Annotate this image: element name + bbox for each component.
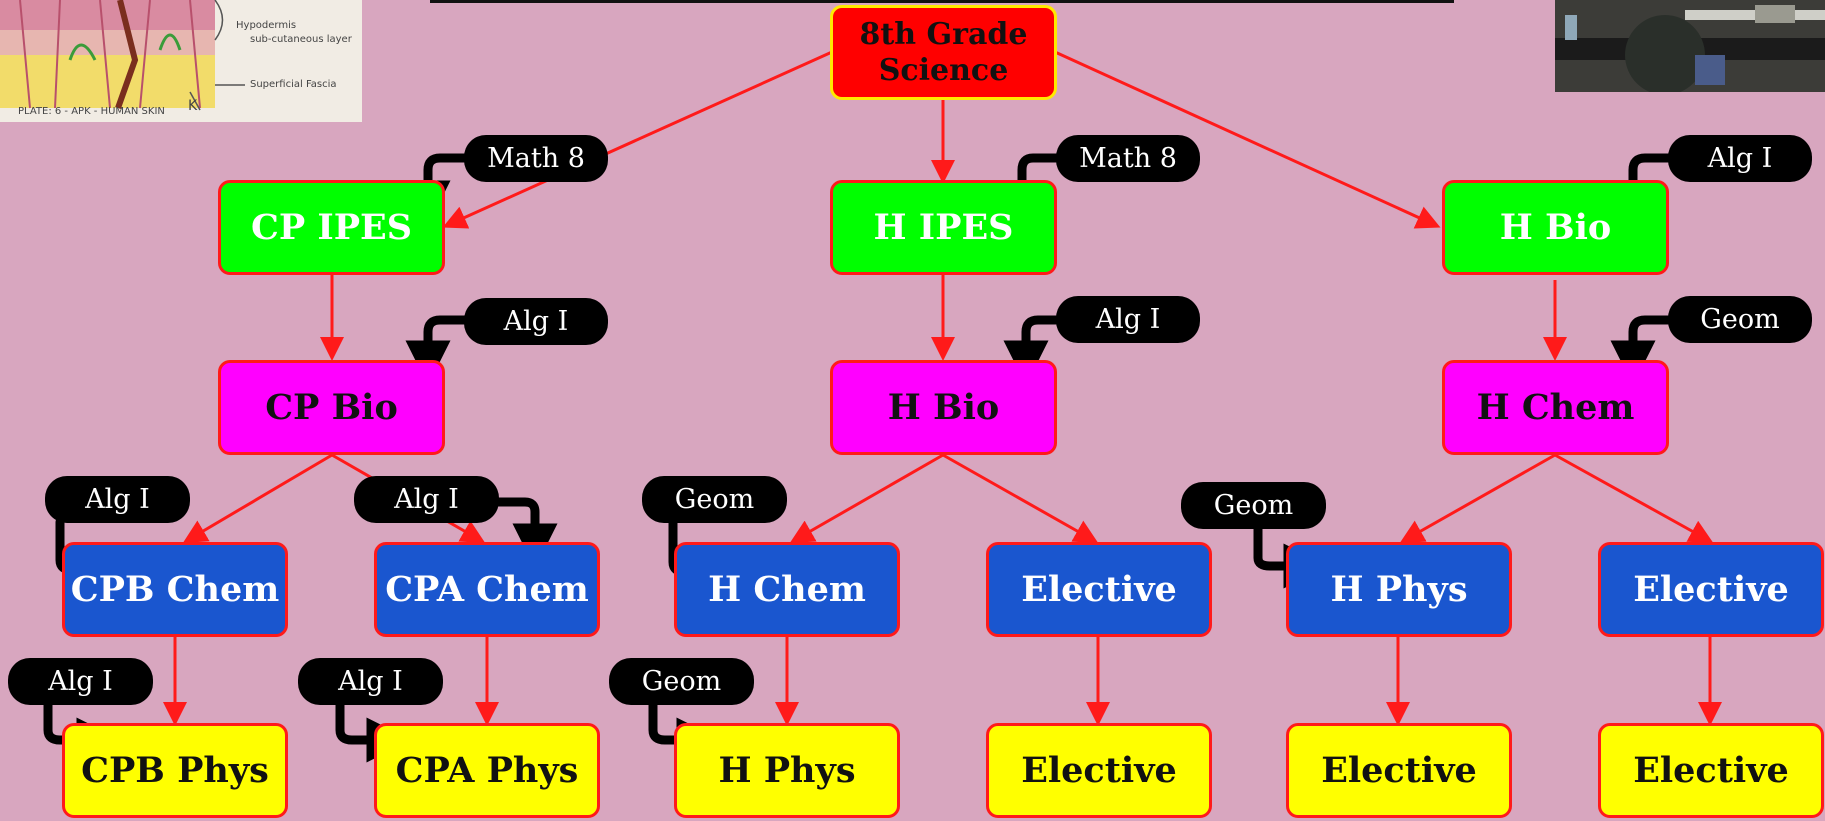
prereq-alg1-cpa-chem: Alg I: [354, 476, 499, 523]
skin-plate-caption: PLATE: 6 - APK - HUMAN SKIN: [18, 106, 165, 117]
prereq-alg1-h-bio: Alg I: [1668, 135, 1812, 182]
node-elective-l4-b[interactable]: Elective: [1286, 723, 1512, 818]
classroom-photo: [1555, 0, 1825, 92]
node-elective-l4-a[interactable]: Elective: [986, 723, 1212, 818]
skin-drawing: [0, 0, 245, 111]
node-elective-l4-c[interactable]: Elective: [1598, 723, 1824, 818]
classroom-scene: [1555, 0, 1825, 92]
node-elective-l3-b[interactable]: Elective: [1598, 542, 1824, 637]
prereq-alg1-cp-bio: Alg I: [464, 298, 608, 345]
prereq-geom-h-chem-l3: Geom: [642, 476, 787, 523]
prereq-alg1-cpa-phys: Alg I: [298, 658, 443, 705]
node-h-phys-l4[interactable]: H Phys: [674, 723, 900, 818]
node-cpb-chem[interactable]: CPB Chem: [62, 542, 288, 637]
skin-mark: K: [188, 98, 198, 114]
skin-note-subcutaneous: sub-cutaneous layer: [250, 34, 352, 45]
node-h-chem-l2[interactable]: H Chem: [1442, 360, 1669, 455]
skin-note-hypodermis: Hypodermis: [236, 20, 297, 31]
node-elective-l3-a[interactable]: Elective: [986, 542, 1212, 637]
prereq-alg1-cpb-chem: Alg I: [45, 476, 190, 523]
node-cp-bio[interactable]: CP Bio: [218, 360, 445, 455]
prereq-geom-h-phys-l4: Geom: [609, 658, 754, 705]
node-cp-ipes[interactable]: CP IPES: [218, 180, 445, 275]
prereq-math8-h-ipes: Math 8: [1056, 135, 1200, 182]
skin-note-fascia: Superficial Fascia: [250, 79, 337, 90]
node-cpa-phys[interactable]: CPA Phys: [374, 723, 600, 818]
prereq-alg1-h-bio-l2: Alg I: [1056, 296, 1200, 343]
node-cpb-phys[interactable]: CPB Phys: [62, 723, 288, 818]
prereq-geom-h-phys-l3: Geom: [1181, 482, 1326, 529]
node-h-phys-l3[interactable]: H Phys: [1286, 542, 1512, 637]
node-h-bio-l2[interactable]: H Bio: [830, 360, 1057, 455]
prereq-math8-cp-ipes: Math 8: [464, 135, 608, 182]
skin-diagram-photo: PLATE: 6 - APK - HUMAN SKIN Hypodermis s…: [0, 0, 362, 122]
node-h-ipes[interactable]: H IPES: [830, 180, 1057, 275]
prereq-alg1-cpb-phys: Alg I: [8, 658, 153, 705]
node-h-bio-l1[interactable]: H Bio: [1442, 180, 1669, 275]
top-rule: [430, 0, 1454, 3]
node-cpa-chem[interactable]: CPA Chem: [374, 542, 600, 637]
node-h-chem-l3[interactable]: H Chem: [674, 542, 900, 637]
node-8th-grade-science[interactable]: 8th Grade Science: [830, 5, 1057, 100]
prereq-geom-h-chem: Geom: [1668, 296, 1812, 343]
